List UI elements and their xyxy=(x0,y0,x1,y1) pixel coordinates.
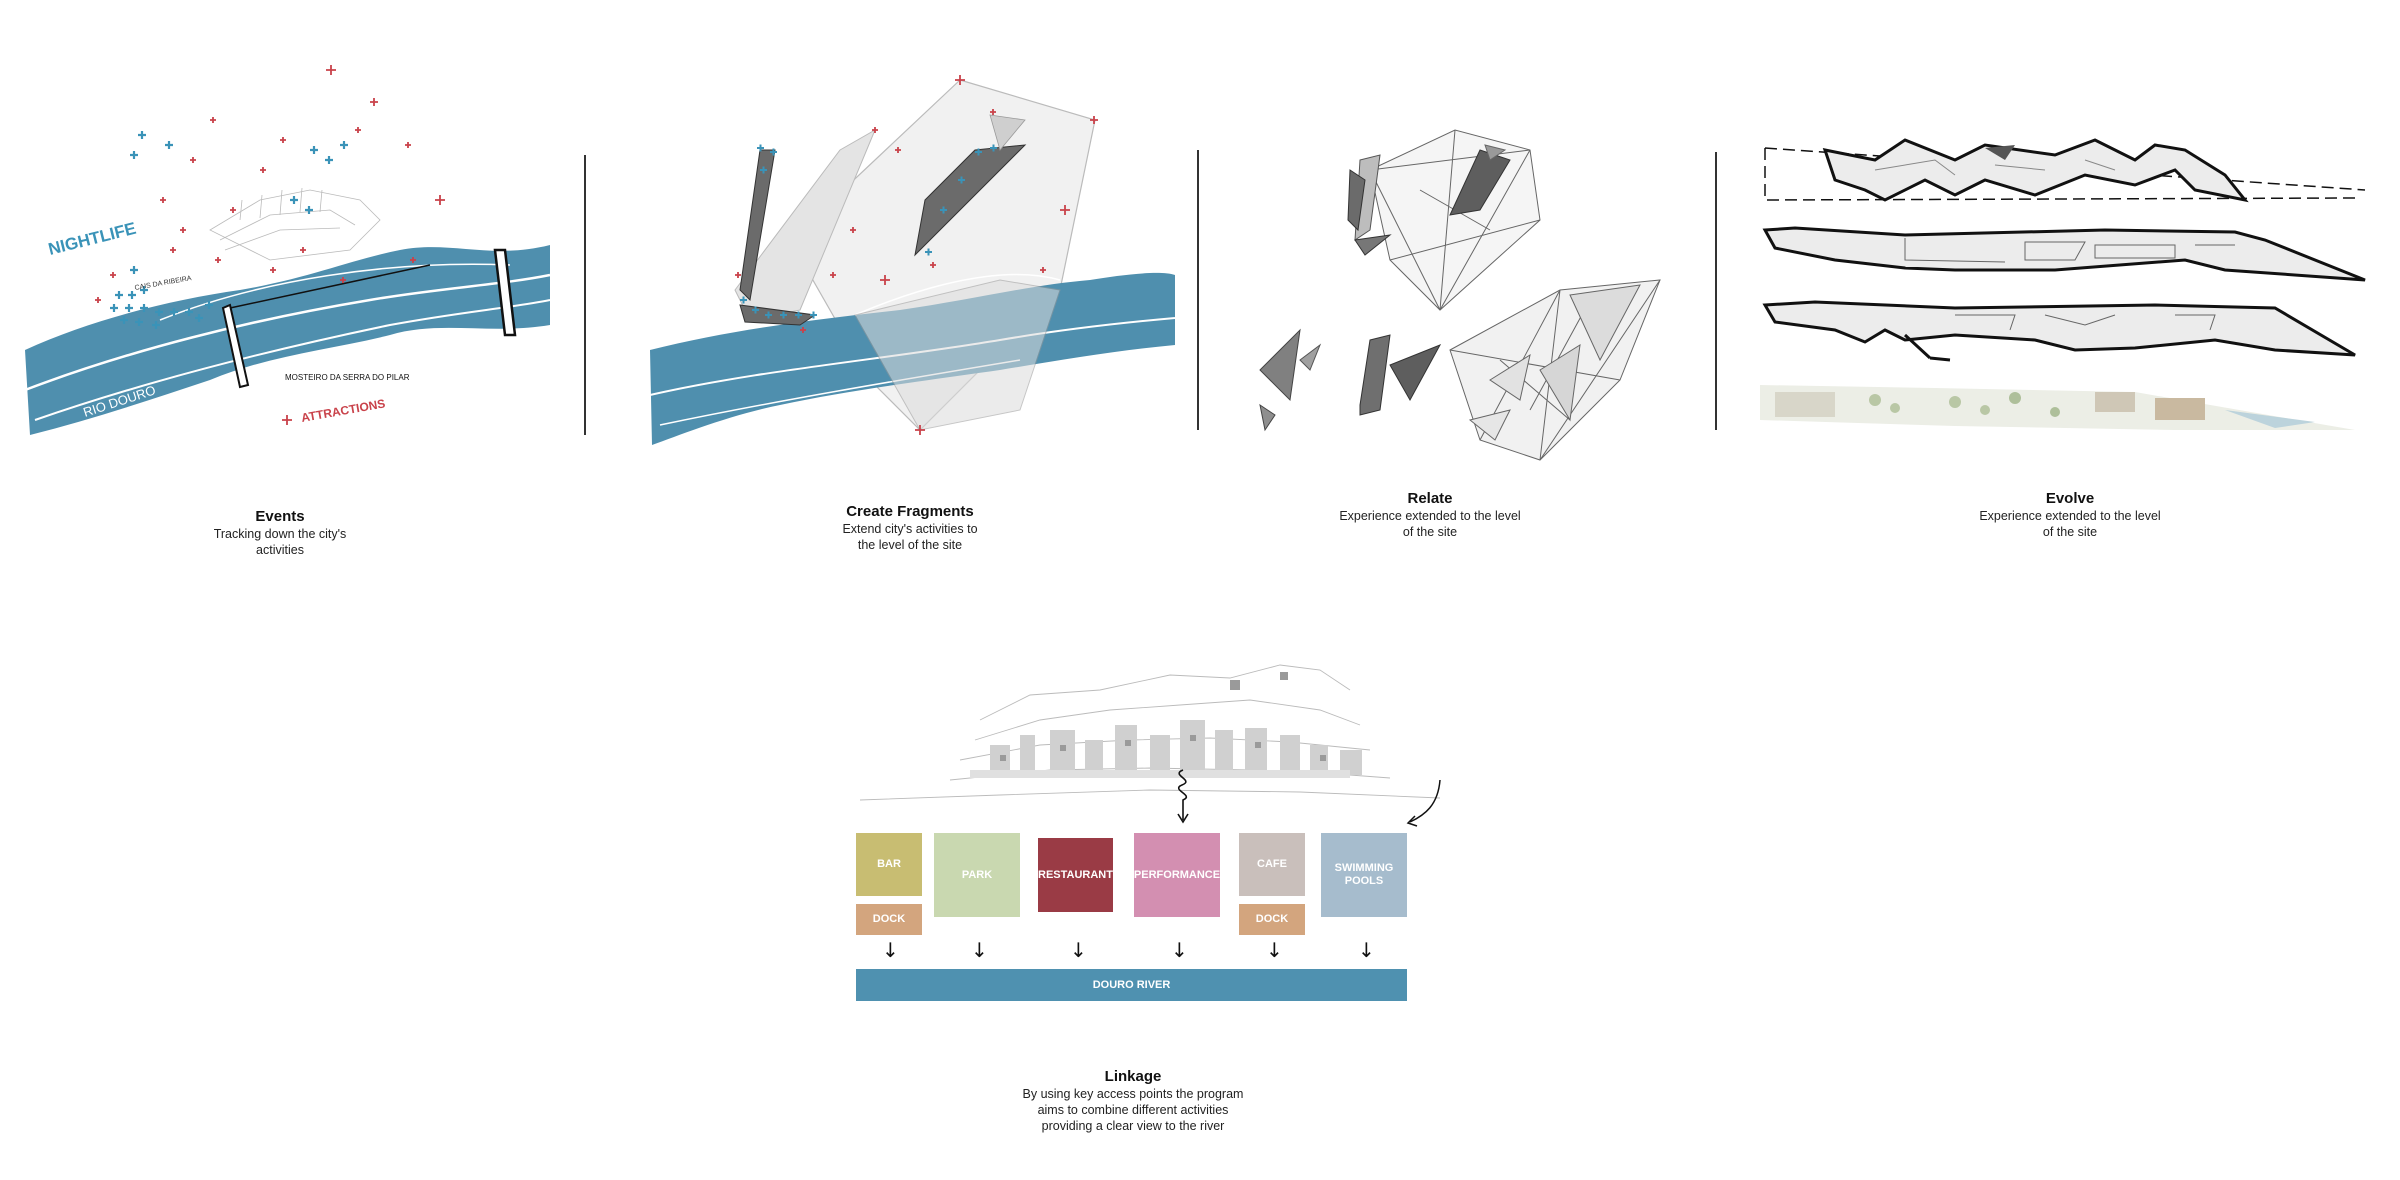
panel-text: of the site xyxy=(2042,525,2098,539)
down-arrow-icon: ↓ xyxy=(1266,938,1283,962)
fragment-dark xyxy=(914,144,1027,257)
linkage-text: By using key access points the program xyxy=(1022,1087,1244,1101)
linkage-caption: Linkage By using key access points the p… xyxy=(983,1068,1283,1134)
panel-title: Evolve xyxy=(2045,490,2095,507)
linkage-city-sketch xyxy=(850,650,1450,830)
pools-label: POOLS xyxy=(1344,875,1384,887)
nightlife-label: NIGHTLIFE xyxy=(46,219,138,259)
linkage-text: aims to combine different activities xyxy=(1037,1103,1229,1117)
dock-box: DOCK xyxy=(1239,904,1305,935)
nightlife-markers xyxy=(110,131,348,329)
park-box: PARK xyxy=(934,833,1020,917)
linkage-title: Linkage xyxy=(1104,1068,1162,1085)
attraction-markers xyxy=(95,65,445,425)
fragment-dark xyxy=(739,149,776,302)
panel-text: activities xyxy=(256,543,304,557)
attraction-markers xyxy=(735,75,1098,435)
pools-label: SWIMMING xyxy=(1334,862,1394,874)
down-arrow-icon: ↓ xyxy=(971,938,988,962)
panel-text: Tracking down the city's xyxy=(213,527,347,541)
performance-box: PERFORMANCE xyxy=(1134,833,1220,917)
panel-text: of the site xyxy=(1402,525,1458,539)
linkage-text: providing a clear view to the river xyxy=(1041,1119,1225,1133)
panel-text: the level of the site xyxy=(857,538,963,552)
swimming-pools-box: SWIMMING POOLS xyxy=(1321,833,1407,917)
quay-label: CAIS DA RIBEIRA xyxy=(134,275,192,292)
panel-title: Events xyxy=(255,508,305,525)
divider xyxy=(1197,150,1199,430)
panel-text: Experience extended to the level xyxy=(1339,509,1521,523)
panel-text: Experience extended to the level xyxy=(1979,509,2161,523)
evolve-diagram xyxy=(1755,130,2385,460)
down-arrow-icon: ↓ xyxy=(882,938,899,962)
bar-box: BAR xyxy=(856,833,922,896)
city-sketch xyxy=(209,187,381,261)
divider xyxy=(584,155,586,435)
dock-box: DOCK xyxy=(856,904,922,935)
evolve-caption: Evolve Experience extended to the level … xyxy=(1920,490,2220,540)
monastery-label: MOSTEIRO DA SERRA DO PILAR xyxy=(285,373,410,382)
restaurant-box: RESTAURANT xyxy=(1038,838,1113,912)
attractions-label: ATTRACTIONS xyxy=(300,396,386,425)
relate-diagram xyxy=(1240,120,1700,480)
divider xyxy=(1715,152,1717,430)
douro-river-bar: DOURO RIVER xyxy=(856,969,1407,1001)
panel-title: Relate xyxy=(1407,490,1453,507)
cafe-box: CAFE xyxy=(1239,833,1305,896)
down-arrow-icon: ↓ xyxy=(1171,938,1188,962)
bridge-right xyxy=(493,248,517,337)
fragments-diagram xyxy=(640,60,1180,450)
down-arrow-icon: ↓ xyxy=(1070,938,1087,962)
relate-caption: Relate Experience extended to the level … xyxy=(1280,490,1580,540)
bridge-left xyxy=(221,303,250,389)
site-plan-strip xyxy=(1760,385,2355,430)
panel-text: Extend city's activities to xyxy=(842,522,978,536)
fragments-caption: Create Fragments Extend city's activitie… xyxy=(760,503,1060,553)
events-caption: Events Tracking down the city's activiti… xyxy=(130,508,430,558)
nightlife-markers xyxy=(740,144,997,319)
panel-title: Create Fragments xyxy=(846,503,974,520)
down-arrow-icon: ↓ xyxy=(1358,938,1375,962)
events-diagram: NIGHTLIFE ATTRACTIONS RIO DOURO MOSTEIRO… xyxy=(10,50,570,460)
